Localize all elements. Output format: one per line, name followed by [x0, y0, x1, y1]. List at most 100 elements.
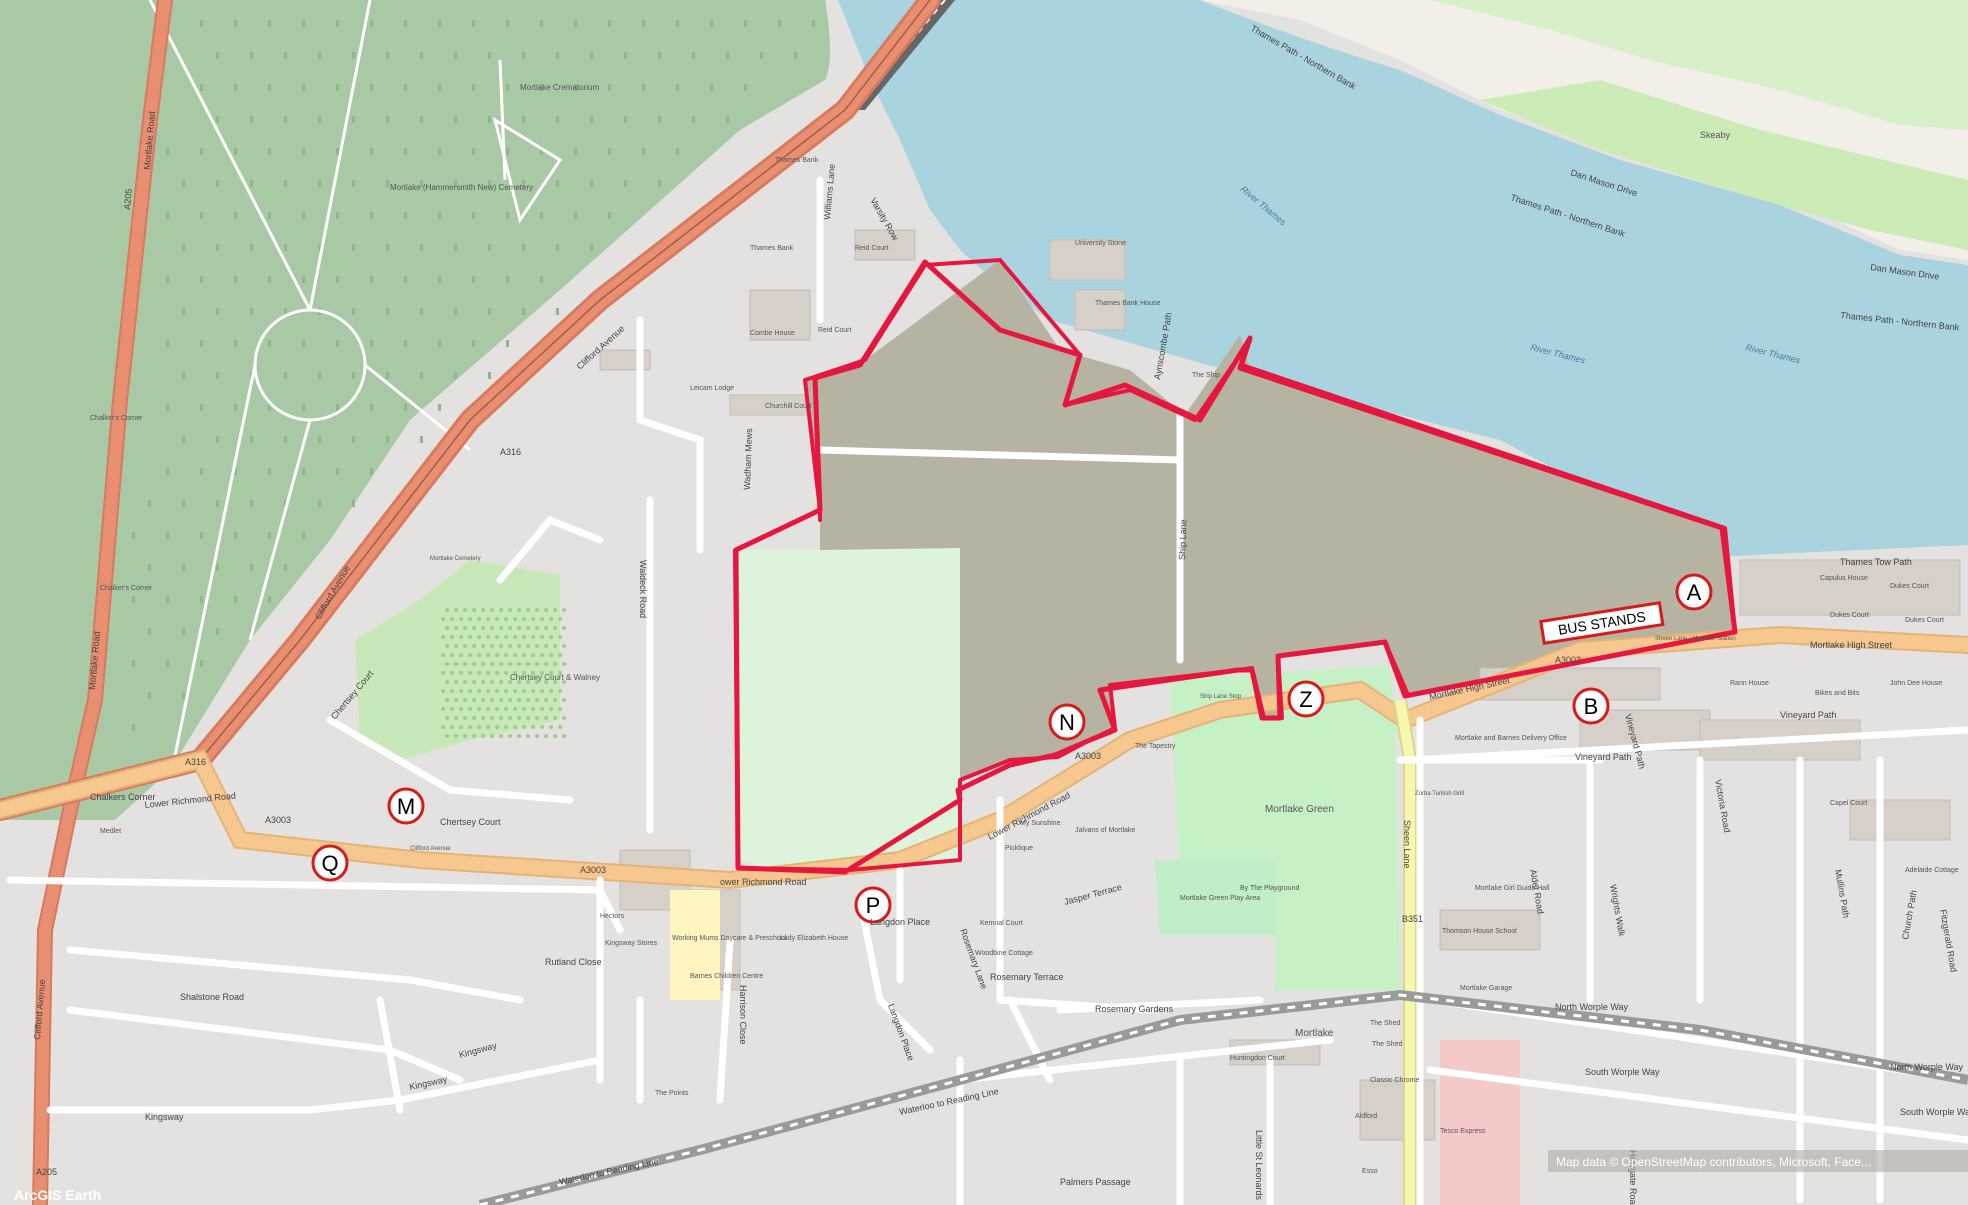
- tree-dot: [438, 148, 441, 155]
- marker-a[interactable]: A: [1675, 573, 1713, 611]
- tree-dot: [336, 468, 339, 475]
- tree-dot: [513, 725, 518, 729]
- tree-dot: [726, 52, 729, 59]
- marker-z[interactable]: Z: [1287, 680, 1325, 718]
- tree-dot: [481, 608, 486, 612]
- tree-dot: [522, 617, 527, 621]
- tree-dot: [477, 653, 482, 657]
- marker-p[interactable]: P: [854, 886, 892, 924]
- tree-dot: [517, 698, 522, 702]
- tree-dot: [302, 404, 305, 411]
- tree-dot: [513, 689, 518, 693]
- tree-dot: [477, 671, 482, 675]
- marker-a-label: A: [1687, 580, 1702, 605]
- tree-dot: [182, 372, 185, 379]
- tree-dot: [284, 436, 287, 443]
- tree-dot: [454, 626, 459, 630]
- tree-dot: [318, 244, 321, 251]
- tree-dot: [302, 212, 305, 219]
- road-a205[interactable]: [32, 0, 173, 1205]
- tree-dot: [556, 244, 559, 251]
- label-wadham-mews: Wadham Mews: [742, 428, 754, 490]
- tree-dot: [562, 698, 567, 702]
- tree-dot: [477, 617, 482, 621]
- tree-dot: [642, 20, 645, 27]
- tree-dot: [506, 212, 509, 219]
- label-reid-court-2: Reid Court: [818, 327, 852, 334]
- tree-dot: [450, 707, 455, 711]
- road-a3003[interactable]: [0, 625, 1968, 890]
- tree-dot: [535, 626, 540, 630]
- tree-dot: [216, 52, 219, 59]
- site-boundary-main[interactable]: [733, 259, 1738, 875]
- tree-dot: [522, 707, 527, 711]
- tree-dot: [268, 532, 271, 539]
- label-little-st-leonards: Little St Leonards: [1254, 1130, 1264, 1201]
- tree-dot: [445, 734, 450, 738]
- river-thames[interactable]: [838, 0, 1968, 556]
- cemetery-trees: [132, 20, 815, 731]
- label-esso: Esso: [1362, 1168, 1378, 1175]
- tree-dot: [535, 608, 540, 612]
- label-the-ship: The Ship: [1192, 372, 1220, 379]
- tree-dot: [454, 662, 459, 666]
- tree-dot: [540, 725, 545, 729]
- tree-dot: [459, 725, 464, 729]
- development-site-fill: [805, 260, 1735, 780]
- tree-dot: [522, 52, 525, 59]
- tree-dot: [490, 698, 495, 702]
- marker-n-label: N: [1059, 710, 1075, 735]
- tree-dot: [450, 671, 455, 675]
- tree-dot: [454, 716, 459, 720]
- marker-q[interactable]: Q: [311, 844, 349, 882]
- tree-dot: [200, 660, 203, 667]
- tree-dot: [450, 617, 455, 621]
- tree-dot: [486, 635, 491, 639]
- tree-dot: [549, 725, 554, 729]
- tree-dot: [234, 532, 237, 539]
- tree-dot: [420, 180, 423, 187]
- mortlake-green-play-area[interactable]: [1155, 860, 1275, 935]
- railway-line[interactable]: [478, 989, 1968, 1205]
- tree-dot: [370, 404, 373, 411]
- tree-dot: [481, 644, 486, 648]
- marker-m[interactable]: M: [387, 787, 425, 825]
- tree-dot: [540, 212, 543, 219]
- tesco-area: [1440, 1040, 1520, 1205]
- tree-dot: [522, 725, 527, 729]
- attribution-text: Map data © OpenStreetMap contributors, M…: [1556, 1155, 1871, 1169]
- tree-dot: [504, 617, 509, 621]
- tree-dot: [549, 671, 554, 675]
- tree-dot: [522, 653, 527, 657]
- tree-dot: [486, 689, 491, 693]
- marker-n[interactable]: N: [1048, 703, 1086, 741]
- tree-dot: [472, 340, 475, 347]
- tree-dot: [481, 698, 486, 702]
- tree-dot: [370, 20, 373, 27]
- tree-dot: [562, 644, 567, 648]
- tree-dot: [558, 707, 563, 711]
- label-harrison-close: Harrison Close: [738, 985, 748, 1045]
- minor-roads: [6, 176, 1968, 1205]
- marker-p-label: P: [866, 893, 881, 918]
- tree-dot: [535, 698, 540, 702]
- tree-dot: [234, 212, 237, 219]
- tree-dot: [495, 725, 500, 729]
- tree-dot: [522, 180, 525, 187]
- tree-dot: [553, 626, 558, 630]
- tree-dot: [522, 689, 527, 693]
- tree-dot: [488, 308, 491, 315]
- tree-dot: [553, 680, 558, 684]
- tree-dot: [488, 180, 491, 187]
- label-a316-2: A316: [185, 757, 206, 767]
- label-jalvans: Jalvans of Mortlake: [1075, 827, 1135, 834]
- tree-dot: [459, 635, 464, 639]
- marker-b[interactable]: B: [1572, 687, 1610, 725]
- pitch-area: [737, 548, 960, 870]
- tree-dot: [472, 644, 477, 648]
- tree-dot: [468, 689, 473, 693]
- tree-dot: [459, 707, 464, 711]
- tree-dot: [463, 698, 468, 702]
- mortlake-green-area[interactable]: [1170, 665, 1400, 990]
